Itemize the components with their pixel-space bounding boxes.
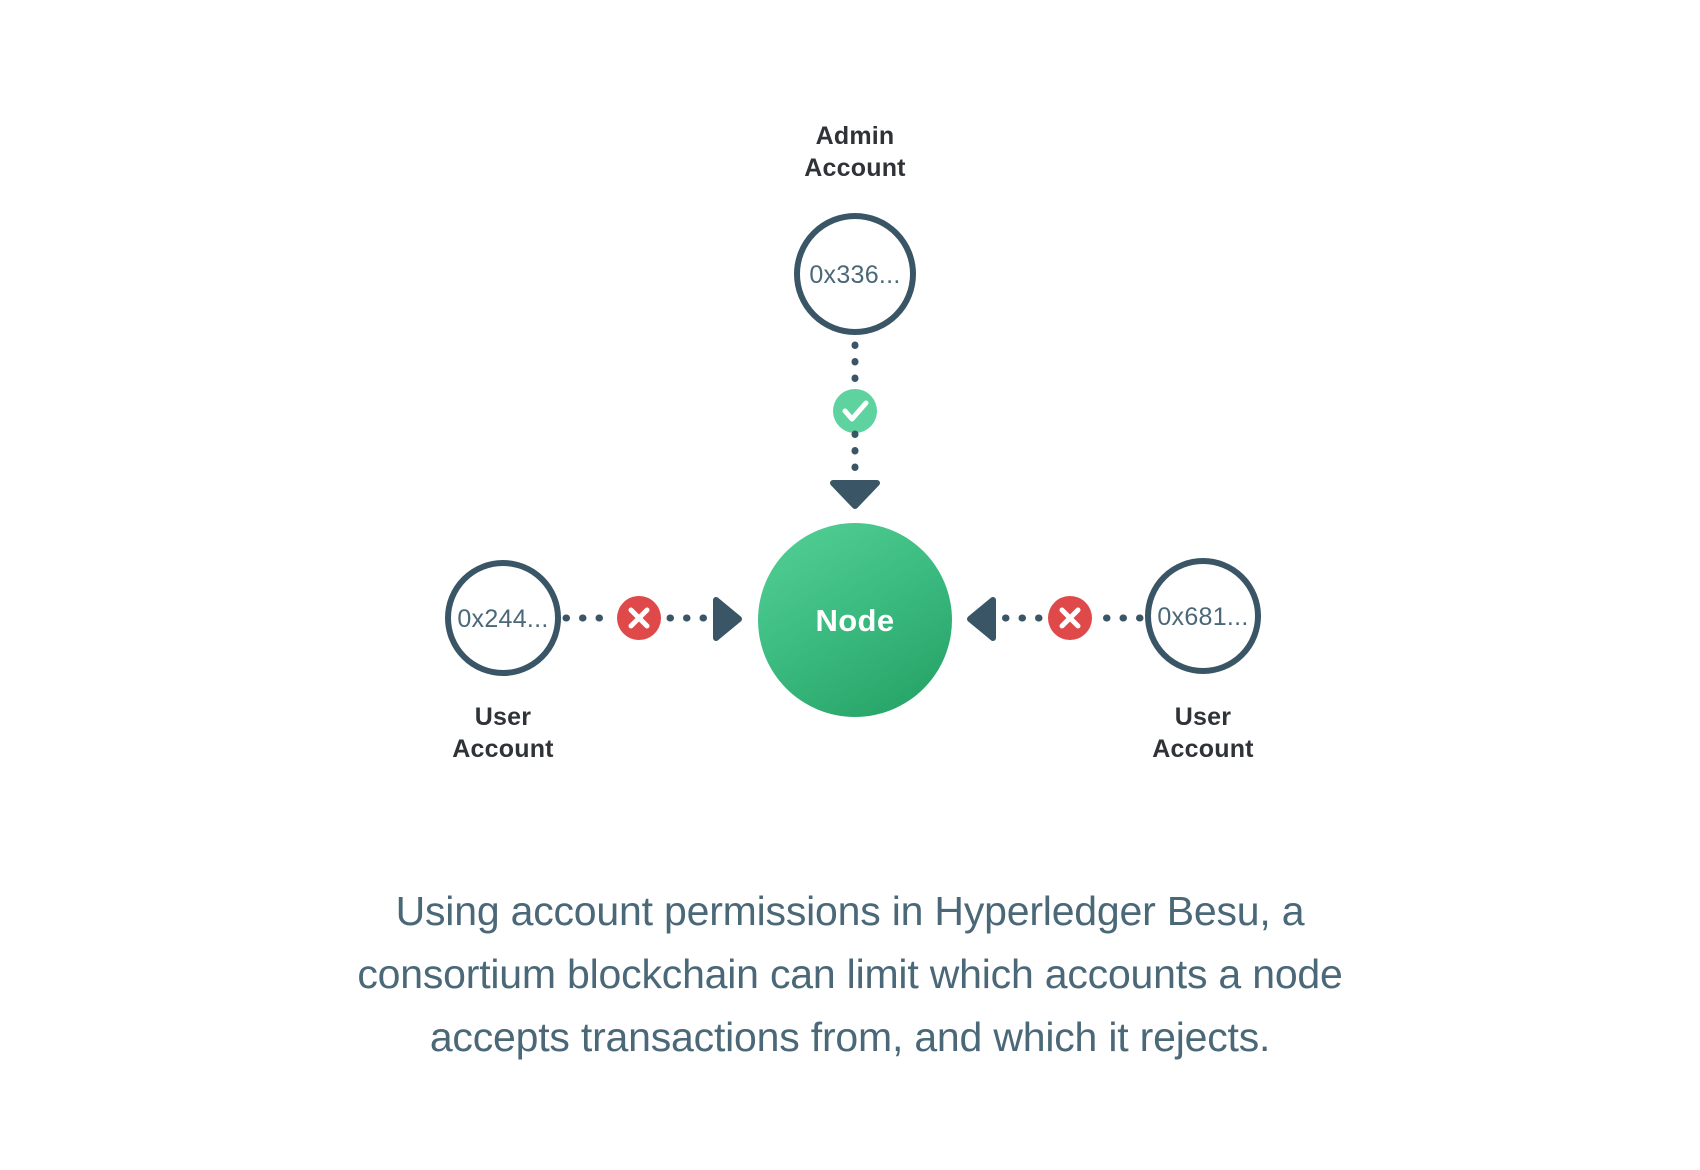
arrowhead-right-icon [713, 597, 742, 641]
user-left-node-connector [562, 596, 742, 641]
user-account-right-label-line1: User [1175, 703, 1231, 731]
user-account-left-circle[interactable] [445, 560, 561, 676]
caption-line-1: Using account permissions in Hyperledger… [395, 888, 1305, 934]
arrowhead-down-icon [830, 480, 880, 509]
user-account-right-group: 0x681... User Account [1145, 558, 1261, 763]
close-icon [628, 607, 650, 629]
user-account-left-address: 0x244... [457, 605, 548, 633]
user-account-right-address: 0x681... [1157, 603, 1248, 631]
arrowhead-left-icon [967, 597, 996, 641]
user-account-right-circle[interactable] [1145, 558, 1261, 674]
allow-badge-circle[interactable] [833, 389, 877, 433]
admin-account-label-line1: Admin [816, 122, 895, 150]
user-account-left-label-line2: Account [452, 735, 554, 763]
caption-line-3: accepts transactions from, and which it … [429, 1014, 1271, 1060]
check-icon [842, 400, 869, 422]
user-account-left-group: 0x244... User Account [445, 560, 561, 763]
caption-line-2: consortium blockchain can limit which ac… [357, 951, 1343, 997]
user-account-left-label-line1: User [475, 703, 531, 731]
admin-account-circle[interactable] [794, 213, 916, 335]
admin-account-label-line2: Account [804, 154, 906, 182]
node-group: Node [758, 523, 952, 717]
admin-node-connector [830, 341, 880, 509]
admin-account-address: 0x336... [809, 261, 900, 289]
node-label: Node [815, 603, 894, 638]
close-icon [1059, 607, 1081, 629]
admin-account-group: Admin Account 0x336... [794, 122, 916, 335]
user-right-node-connector [967, 596, 1144, 641]
caption: Using account permissions in Hyperledger… [0, 880, 1700, 1069]
user-account-right-label-line2: Account [1152, 735, 1254, 763]
node-circle[interactable] [758, 523, 952, 717]
